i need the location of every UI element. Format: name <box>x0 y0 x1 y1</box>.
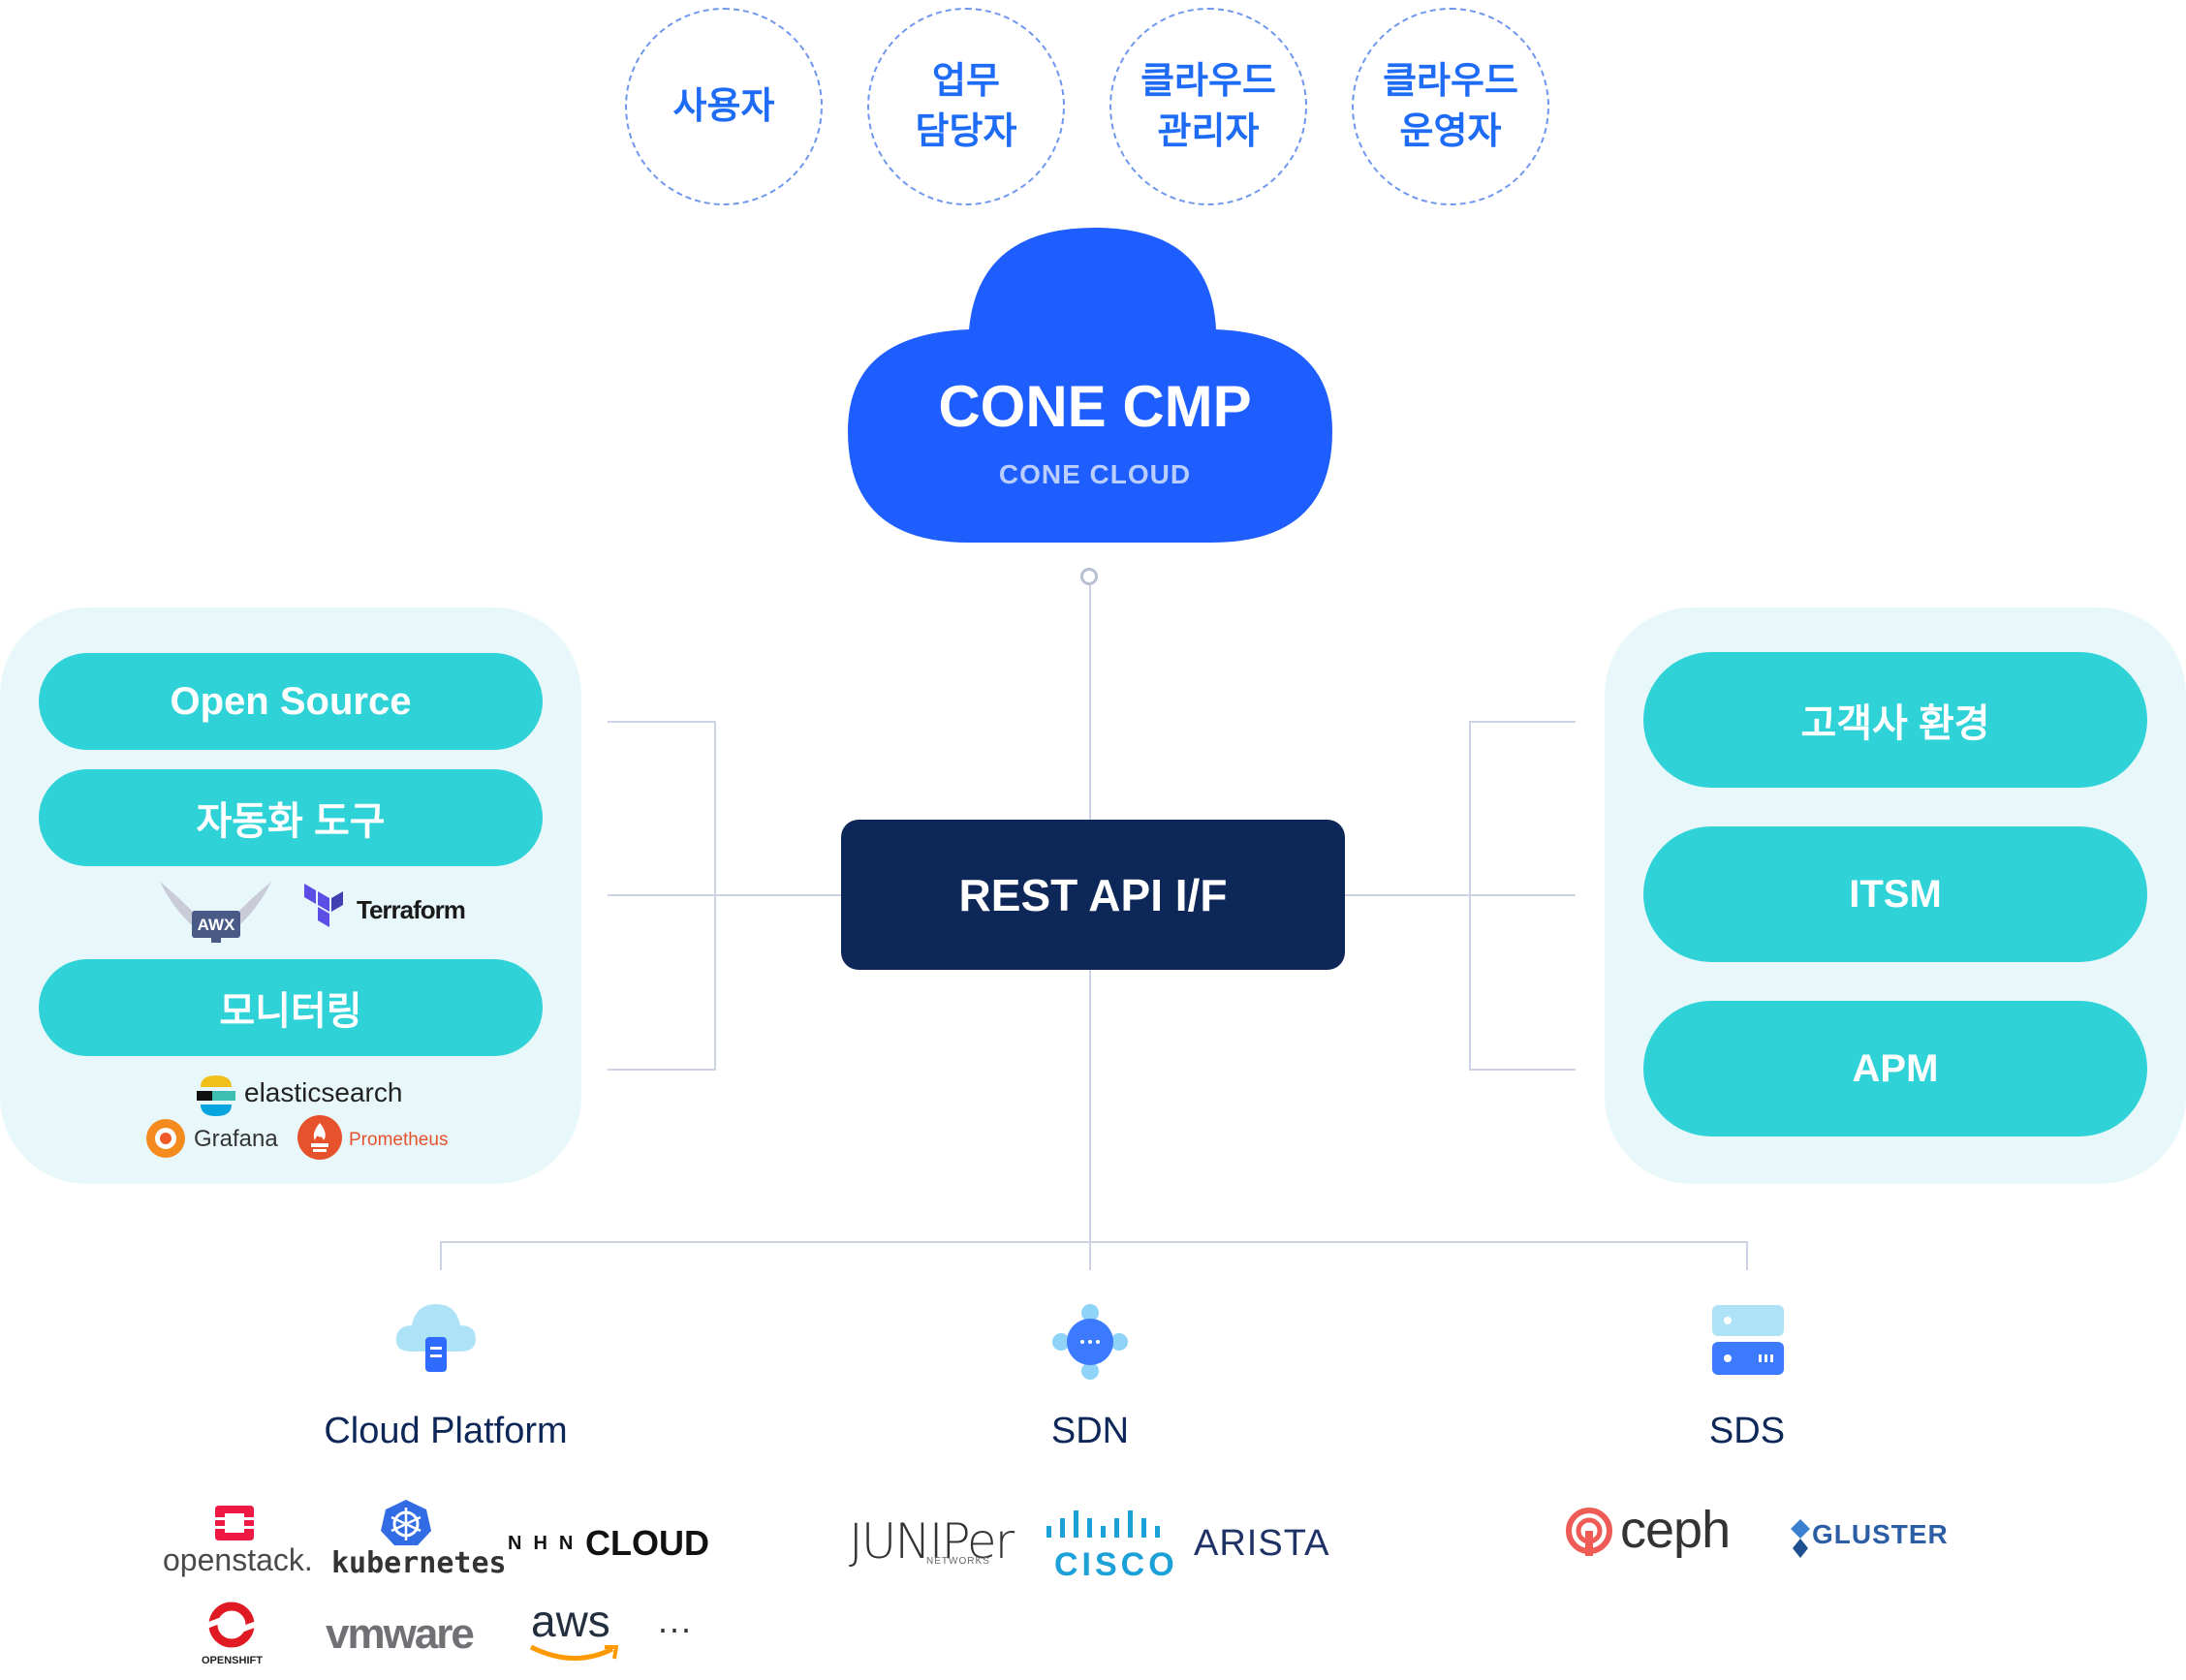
openshift-logo-icon <box>206 1602 257 1648</box>
nhn-cloud-text: CLOUD <box>585 1523 709 1563</box>
role-business-manager: 업무 담당자 <box>867 8 1065 205</box>
distribution-line <box>440 1241 1748 1243</box>
gluster-text: GLUSTER <box>1812 1519 1949 1549</box>
elasticsearch-logo-icon <box>197 1075 235 1116</box>
automation-tools-pill: 자동화 도구 <box>39 769 543 866</box>
monitoring-pill: 모니터링 <box>39 959 543 1056</box>
bracket-line <box>1345 894 1576 896</box>
prometheus-logo-icon <box>297 1115 342 1160</box>
ceph-logo-icon <box>1566 1508 1612 1556</box>
terraform-logo-icon <box>304 884 343 927</box>
bracket-line <box>1469 1069 1576 1071</box>
juniper-networks-text: NETWORKS <box>926 1556 990 1567</box>
distribution-line <box>1746 1241 1748 1270</box>
role-user: 사용자 <box>625 8 823 205</box>
role-cloud-admin: 클라우드 관리자 <box>1109 8 1307 205</box>
aws-text: aws <box>531 1596 610 1646</box>
elasticsearch-text: elasticsearch <box>244 1077 403 1107</box>
awx-logo-icon: AWX <box>160 882 271 943</box>
rest-api-box: REST API I/F <box>841 820 1345 970</box>
prometheus-text: Prometheus <box>349 1130 449 1150</box>
cloud-icon <box>395 1304 476 1372</box>
gluster-logo-icon <box>1791 1519 1810 1558</box>
server-icon <box>1712 1305 1784 1375</box>
juniper-text: JUNIPer <box>849 1513 1015 1570</box>
connector-line <box>1089 585 1091 820</box>
sdn-label: SDN <box>1050 1411 1130 1451</box>
connector-line <box>1089 970 1091 1270</box>
network-icon <box>1052 1304 1128 1380</box>
cone-cmp-cloud <box>848 228 1332 543</box>
arista-text: ARISTA <box>1194 1523 1330 1564</box>
cisco-text: CISCO <box>1054 1546 1178 1583</box>
grafana-text: Grafana <box>194 1126 278 1152</box>
bracket-line <box>1469 721 1576 723</box>
bracket-line <box>1469 721 1471 1071</box>
openshift-text: OPENSHIFT <box>202 1655 263 1666</box>
more-ellipsis: ··· <box>657 1608 692 1648</box>
bracket-line <box>608 721 716 723</box>
openstack-logo-icon <box>215 1506 254 1540</box>
cloud-platform-label: Cloud Platform <box>324 1411 568 1451</box>
ceph-text: ceph <box>1620 1501 1731 1559</box>
itsm-pill: ITSM <box>1643 826 2147 962</box>
awx-text: AWX <box>198 916 235 934</box>
customer-env-pill: 고객사 환경 <box>1643 652 2147 788</box>
bracket-line <box>608 1069 716 1071</box>
cloud-subtitle: CONE CLOUD <box>998 459 1192 489</box>
vmware-text: vmware <box>326 1610 475 1658</box>
open-source-pill: Open Source <box>39 653 543 750</box>
openstack-text: openstack. <box>163 1542 313 1577</box>
kubernetes-logo-icon <box>381 1500 431 1545</box>
aws-smile-icon <box>529 1644 618 1661</box>
apm-pill: APM <box>1643 1001 2147 1136</box>
terraform-text: Terraform <box>357 895 466 924</box>
bracket-line <box>608 894 841 896</box>
cloud-title: CONE CMP <box>938 374 1252 439</box>
distribution-line <box>440 1241 442 1270</box>
connector-node <box>1080 568 1098 585</box>
cisco-bars-icon <box>1046 1510 1160 1538</box>
sds-label: SDS <box>1708 1411 1786 1451</box>
role-cloud-operator: 클라우드 운영자 <box>1352 8 1549 205</box>
kubernetes-text: kubernetes <box>331 1546 507 1580</box>
grafana-logo-icon <box>146 1119 185 1158</box>
nhn-text: NHN <box>508 1533 585 1554</box>
